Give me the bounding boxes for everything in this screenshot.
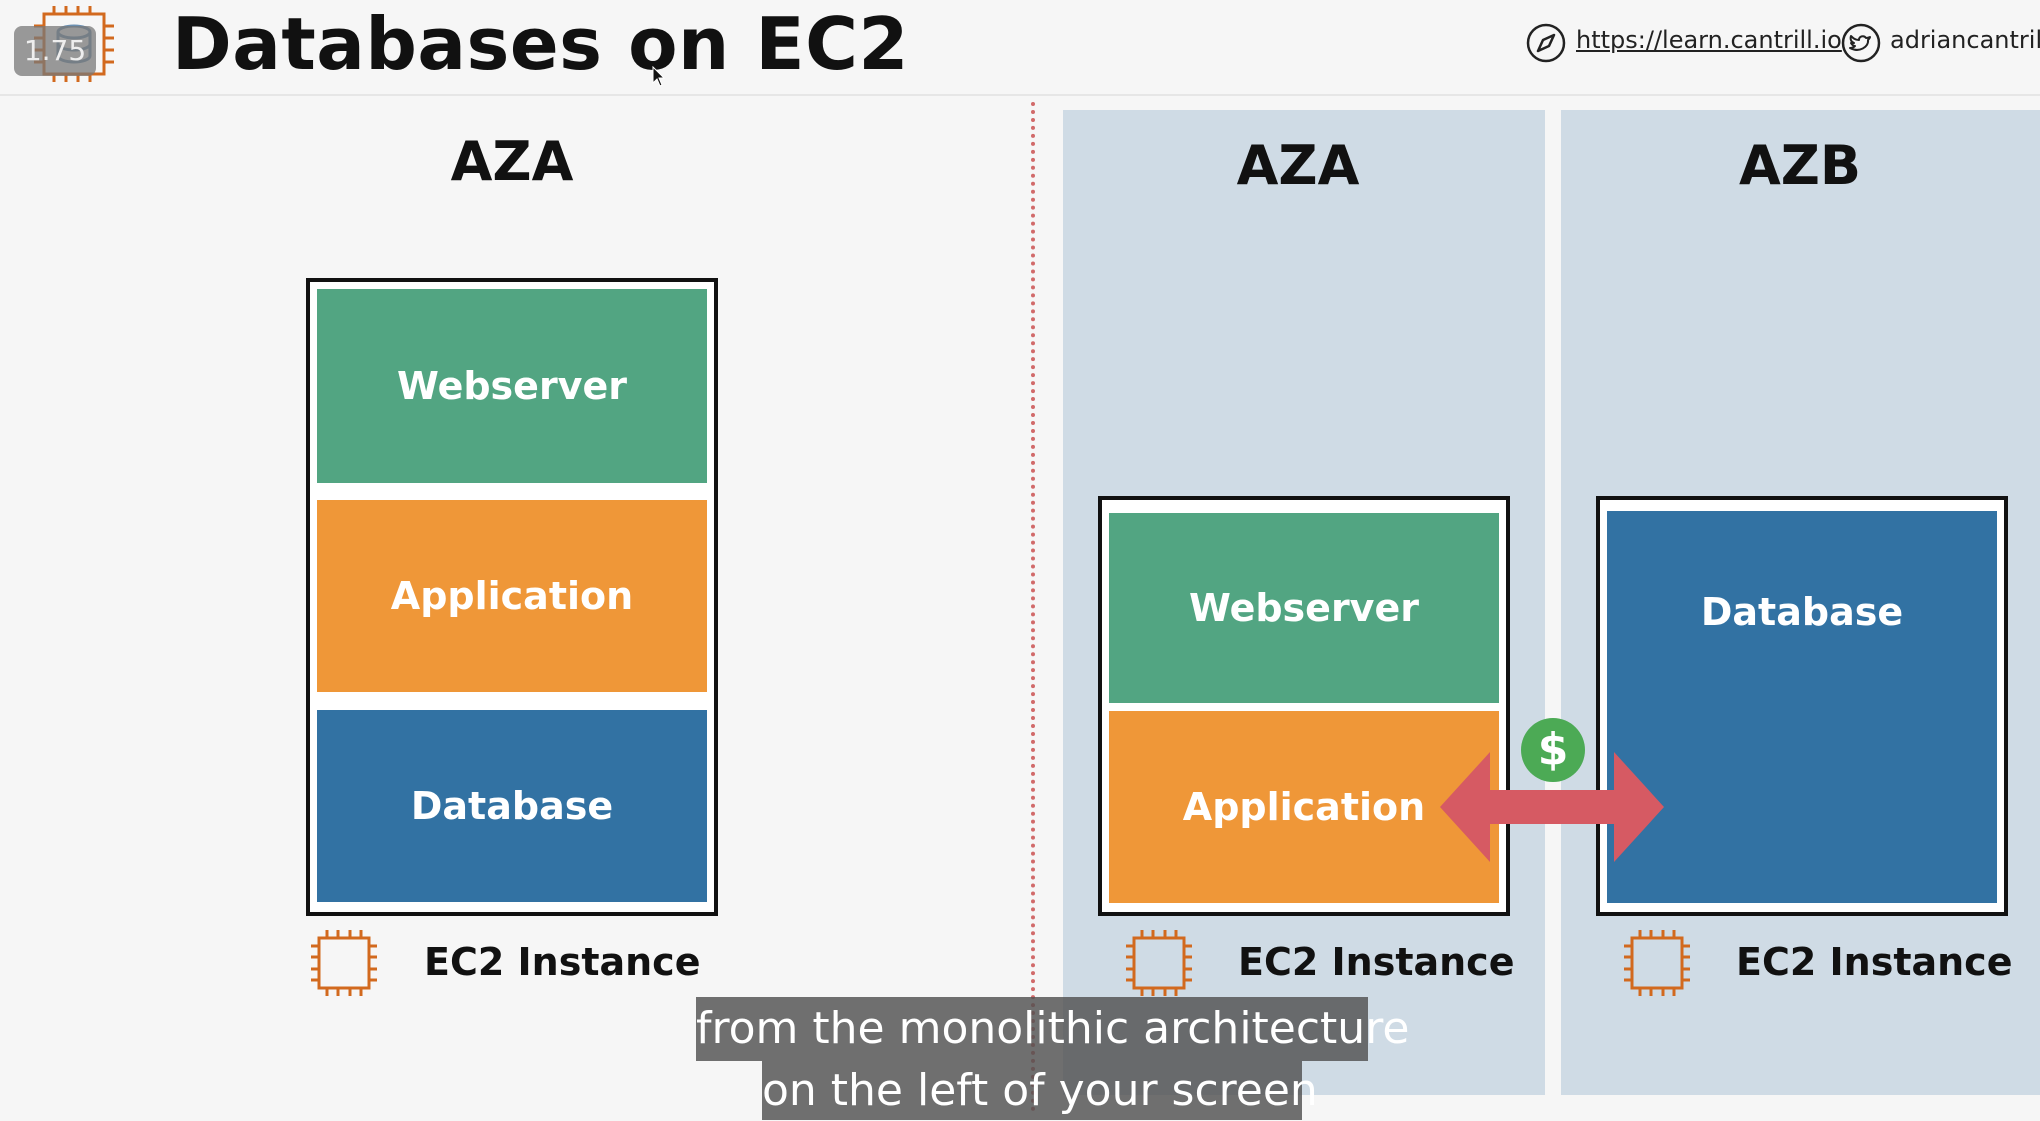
ec2-instance-label: EC2 Instance: [424, 940, 701, 984]
compass-icon: [1526, 23, 1566, 63]
db-instance-frame: Database: [1596, 496, 2008, 916]
ec2-instance-label-a: EC2 Instance: [1238, 940, 1515, 984]
twitter-bird-icon: [1841, 23, 1881, 63]
webserver-block-split: Webserver: [1109, 513, 1499, 703]
app-instance-frame: Webserver Application: [1098, 496, 1510, 916]
ec2-chip-icon-a: [1126, 930, 1192, 996]
ec2-instance-label-b: EC2 Instance: [1736, 940, 2013, 984]
application-block: Application: [317, 500, 707, 692]
playback-speed-badge[interactable]: 1.75: [14, 26, 96, 76]
webserver-block: Webserver: [317, 289, 707, 483]
cursor-icon: [652, 66, 666, 87]
slide-header: [0, 0, 2040, 96]
database-block: Database: [317, 710, 707, 902]
ec2-chip-icon-b: [1624, 930, 1690, 996]
az-label-a: AZA: [1236, 134, 1360, 197]
subtitle-line-2: on the left of your screen: [762, 1061, 1318, 1120]
az-label-b: AZB: [1738, 134, 1862, 197]
ec2-chip-icon: [311, 930, 377, 996]
site-link[interactable]: https://learn.cantrill.io: [1576, 26, 1842, 54]
application-block-split: Application: [1109, 711, 1499, 903]
page-title: Databases on EC2: [172, 2, 909, 86]
twitter-handle[interactable]: adriancantrill: [1890, 26, 2040, 54]
cross-az-double-arrow: [1440, 752, 1664, 862]
monolith-instance-frame: Webserver Application Database: [306, 278, 718, 916]
az-label-left: AZA: [450, 130, 574, 193]
data-transfer-cost-icon: $: [1521, 718, 1585, 782]
database-block-split: Database: [1607, 511, 1997, 903]
subtitle-line-1: from the monolithic architecture: [696, 997, 1409, 1061]
section-divider: [1031, 102, 1035, 1112]
